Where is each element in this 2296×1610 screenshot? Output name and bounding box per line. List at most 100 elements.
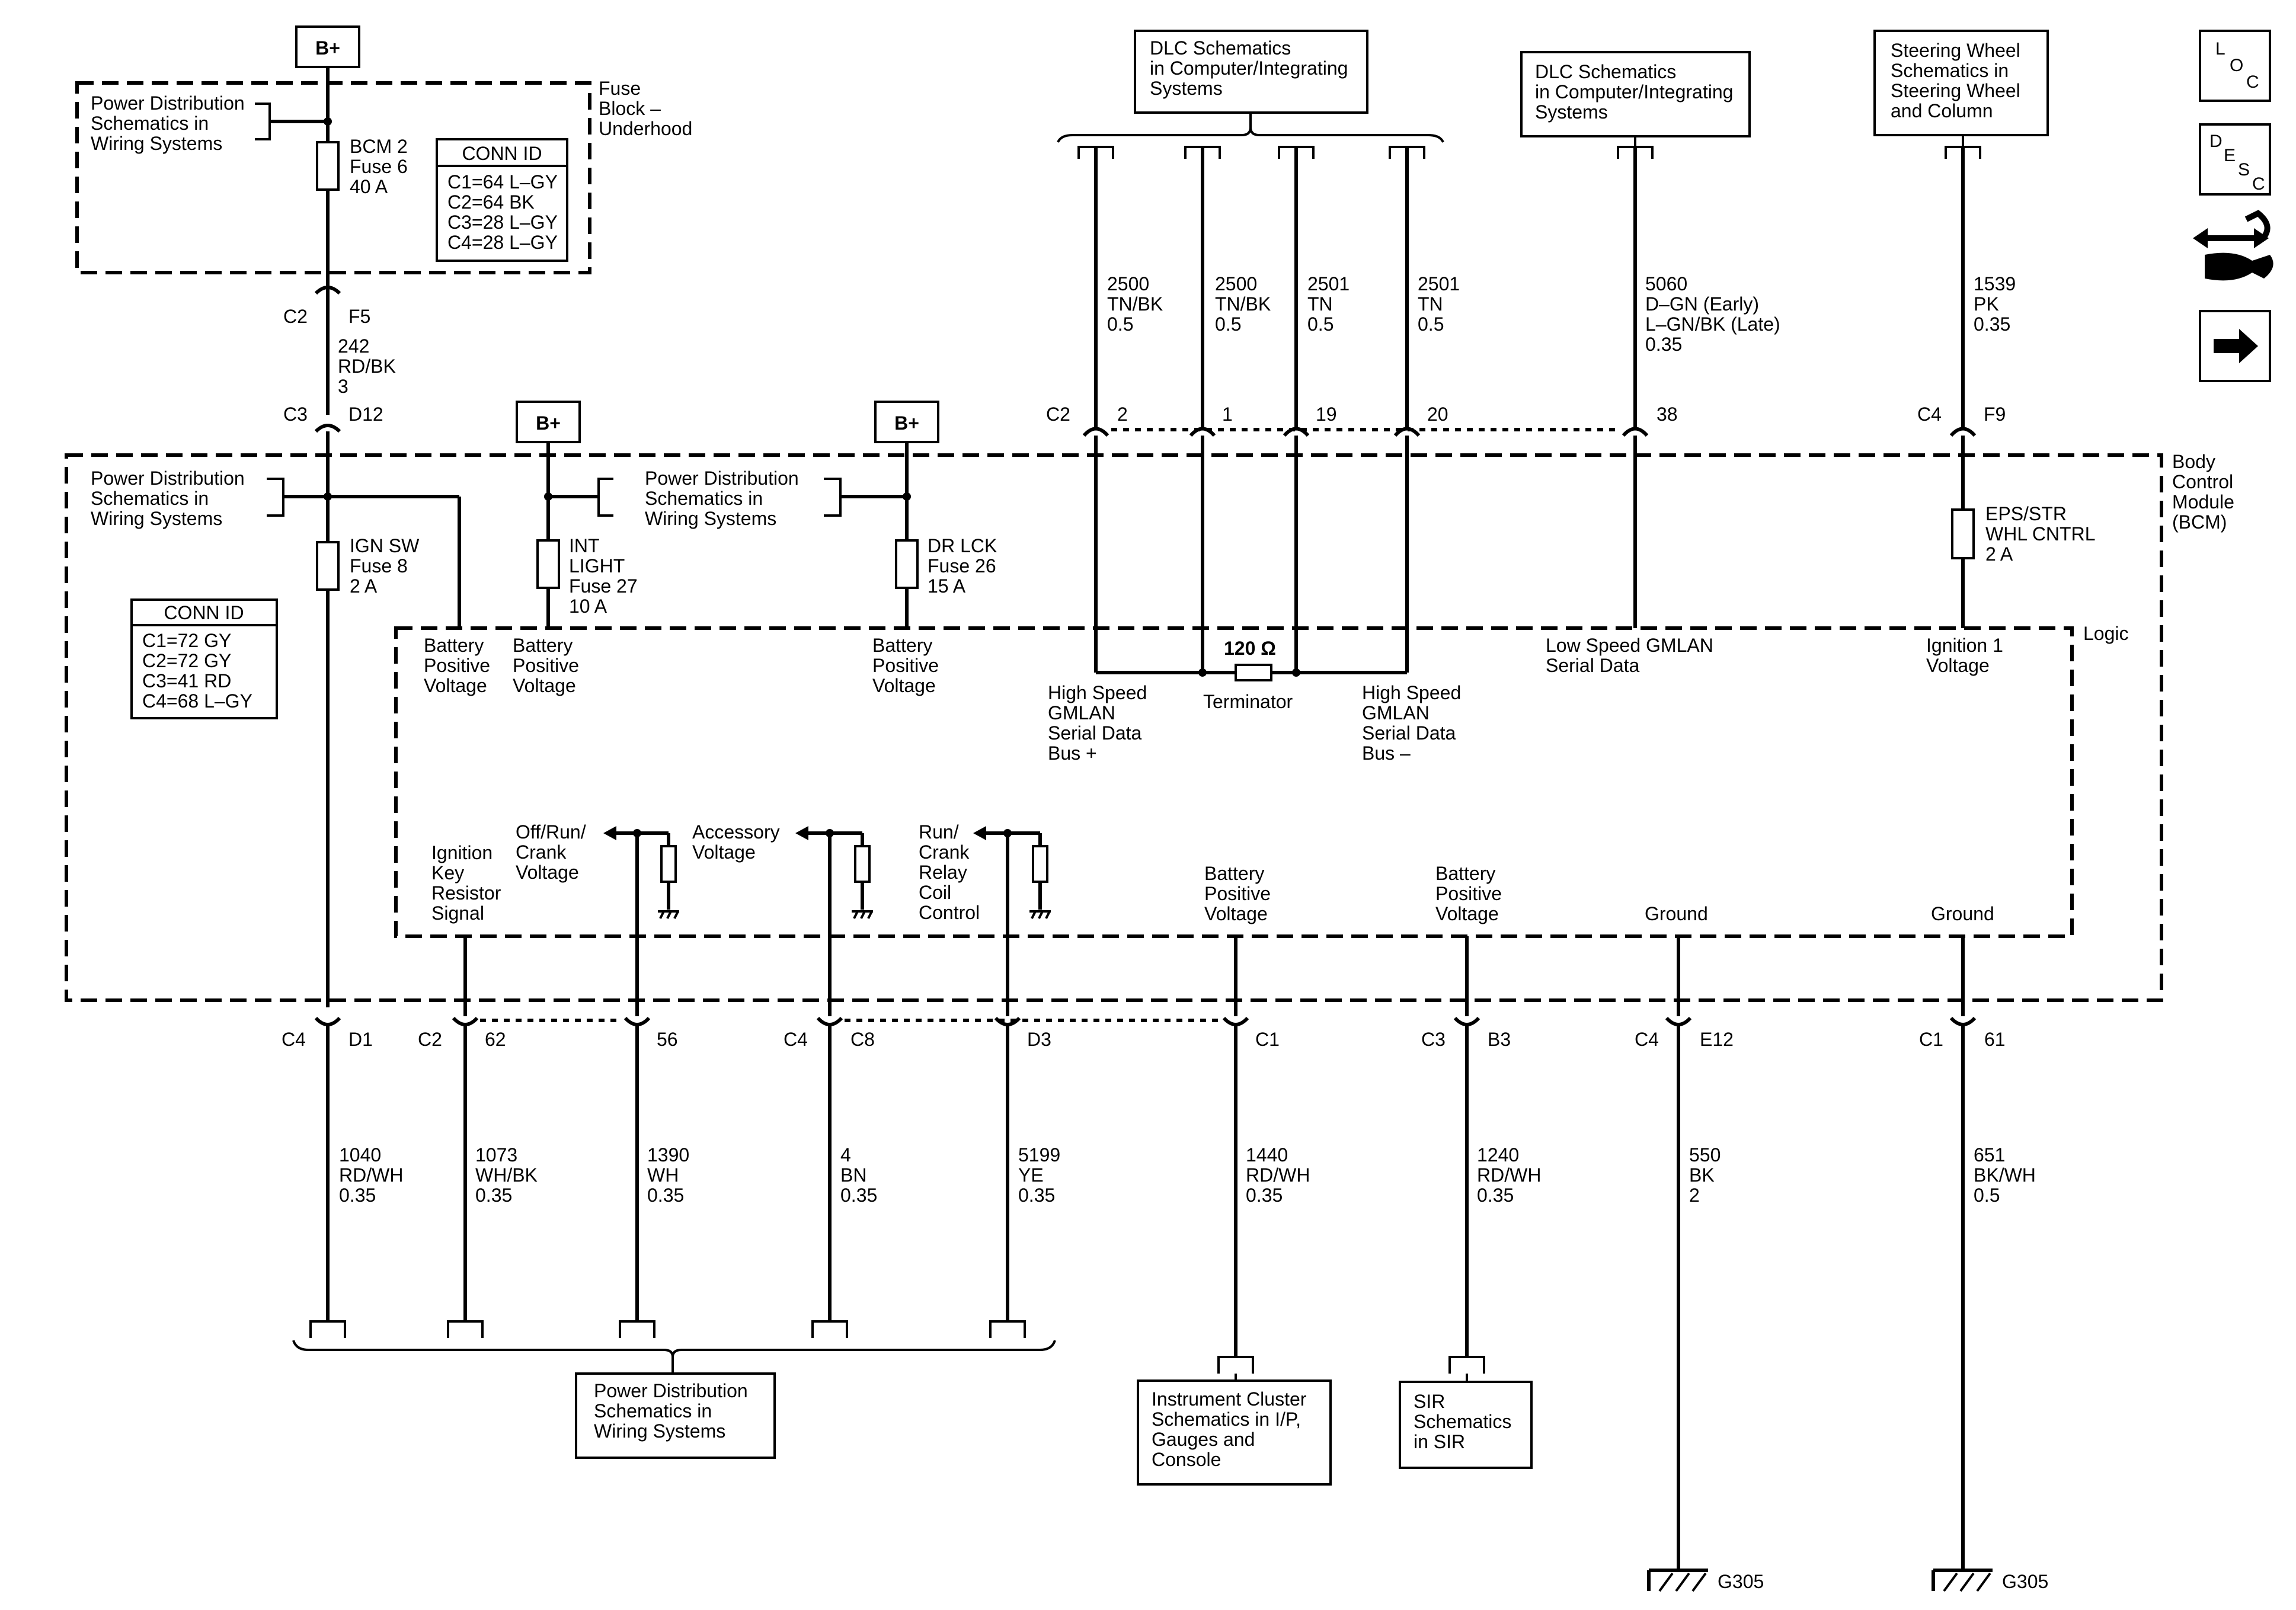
run-crank-relay-circuit: Run/ Crank Relay Coil Control [919, 821, 1051, 1016]
wrench-arrow-icon[interactable] [2193, 210, 2273, 281]
svg-text:Relay: Relay [919, 862, 967, 883]
fuse-bcm2 [316, 141, 340, 191]
svg-text:Positive: Positive [872, 655, 939, 676]
svg-text:0.35: 0.35 [1645, 334, 1682, 355]
svg-text:C3: C3 [1421, 1029, 1446, 1050]
wire-label-1440: 1440 RD/WH 0.35 [1246, 1144, 1310, 1206]
svg-text:C3=41 RD: C3=41 RD [142, 670, 231, 692]
pd-ref-bcm-left: Power Distribution Schematics in Wiring … [91, 468, 461, 628]
dlc-ref-1: DLC Schematics in Computer/Integrating S… [1057, 30, 1444, 143]
svg-text:High Speed: High Speed [1048, 682, 1147, 703]
next-arrow-button[interactable] [2199, 310, 2271, 382]
svg-text:0.35: 0.35 [840, 1185, 877, 1206]
bcm-module-outline [65, 453, 2163, 1002]
svg-text:Ignition: Ignition [431, 842, 493, 863]
svg-text:Key: Key [431, 862, 464, 884]
svg-text:Positive: Positive [513, 655, 579, 676]
svg-text:0.5: 0.5 [1418, 313, 1444, 335]
svg-text:Wiring Systems: Wiring Systems [594, 1420, 725, 1442]
svg-text:CONN ID: CONN ID [164, 602, 244, 623]
svg-text:Serial Data: Serial Data [1048, 722, 1142, 744]
logic-label: Logic [2083, 623, 2129, 644]
svg-text:TN: TN [1418, 293, 1443, 315]
svg-text:G305: G305 [2002, 1571, 2048, 1592]
svg-text:CONN ID: CONN ID [462, 143, 542, 164]
svg-text:5199: 5199 [1018, 1144, 1060, 1166]
ground-g305-2: G305 [1932, 1569, 2048, 1592]
svg-text:Positive: Positive [424, 655, 490, 676]
off-run-crank-circuit: Off/Run/ Crank Voltage [516, 821, 679, 1016]
svg-text:C4=68 L–GY: C4=68 L–GY [142, 690, 252, 712]
svg-text:DLC Schematics: DLC Schematics [1535, 61, 1676, 82]
svg-text:2: 2 [1117, 404, 1128, 425]
svg-text:550: 550 [1689, 1144, 1721, 1166]
svg-text:38: 38 [1657, 404, 1678, 425]
svg-text:Coil: Coil [919, 882, 951, 903]
fuse-label: INT [569, 535, 600, 556]
svg-text:C4=28 L–GY: C4=28 L–GY [447, 232, 558, 253]
fuse-block-underhood [75, 81, 591, 274]
svg-text:and Column: and Column [1891, 100, 1993, 121]
wire-label: RD/BK [338, 356, 396, 377]
fuse-label: 10 A [569, 596, 607, 617]
svg-text:Bus –: Bus – [1362, 742, 1411, 764]
conn-id-bcm: CONN ID C1=72 GY C2=72 GY C3=41 RD C4=68… [130, 598, 278, 719]
svg-text:Ignition 1: Ignition 1 [1926, 635, 2003, 656]
svg-text:RD/WH: RD/WH [339, 1164, 403, 1186]
svg-text:O: O [2230, 56, 2243, 75]
svg-text:4: 4 [840, 1144, 851, 1166]
svg-text:GMLAN: GMLAN [1362, 702, 1430, 724]
svg-text:Control: Control [919, 902, 980, 923]
batt-pos-label-2: Battery Positive Voltage [513, 635, 579, 696]
bplus-label: B+ [894, 412, 919, 434]
fuse-label: EPS/STR [1985, 503, 2067, 524]
svg-text:0.5: 0.5 [1107, 313, 1133, 335]
dlc-pin-2501a: 2501 TN 0.5 [1278, 146, 1350, 430]
wire-label-1390: 1390 WH 0.35 [647, 1144, 689, 1206]
svg-text:Schematics: Schematics [1414, 1411, 1511, 1432]
fuse-label: LIGHT [569, 555, 625, 577]
svg-text:C4: C4 [282, 1029, 306, 1050]
dlc-pin-2500a: 2500 TN/BK 0.5 [1077, 146, 1163, 430]
svg-text:GMLAN: GMLAN [1048, 702, 1115, 724]
svg-text:Schematics in: Schematics in [594, 1400, 712, 1422]
svg-text:C4: C4 [1917, 404, 1942, 425]
loc-button[interactable]: L O C [2199, 30, 2271, 102]
svg-text:Positive: Positive [1435, 883, 1502, 904]
svg-text:61: 61 [1984, 1029, 2006, 1050]
svg-text:S: S [2238, 160, 2250, 180]
svg-text:0.35: 0.35 [1018, 1185, 1055, 1206]
wire-label: 242 [338, 335, 369, 357]
svg-text:High Speed: High Speed [1362, 682, 1461, 703]
svg-text:1240: 1240 [1477, 1144, 1519, 1166]
svg-text:C2: C2 [418, 1029, 442, 1050]
svg-text:120 Ω: 120 Ω [1224, 638, 1276, 659]
bplus-label: B+ [315, 37, 340, 59]
fuse-block-label: Block – [599, 98, 661, 119]
fuse-eps [1951, 508, 1975, 559]
svg-text:Resistor: Resistor [431, 882, 501, 904]
svg-text:Wiring Systems: Wiring Systems [645, 508, 776, 529]
svg-text:Battery: Battery [1204, 863, 1264, 884]
batt-pos-label-3: Battery Positive Voltage [872, 635, 939, 696]
connector-label: C3 [283, 404, 308, 425]
ign1-label: Ignition 1 Voltage [1926, 635, 2003, 676]
svg-text:in Computer/Integrating: in Computer/Integrating [1535, 81, 1733, 103]
svg-text:Power Distribution: Power Distribution [645, 468, 799, 489]
svg-text:Voltage: Voltage [513, 675, 576, 696]
svg-text:TN/BK: TN/BK [1215, 293, 1271, 315]
svg-text:TN: TN [1307, 293, 1333, 315]
terminator-resistor: 120 Ω Terminator [1096, 628, 1407, 712]
svg-text:Power Distribution: Power Distribution [91, 468, 245, 489]
svg-text:Steering Wheel: Steering Wheel [1891, 80, 2020, 101]
wire-label-1240: 1240 RD/WH 0.35 [1477, 1144, 1541, 1206]
ign-key-label: Ignition Key Resistor Signal [431, 842, 501, 924]
svg-text:Serial Data: Serial Data [1362, 722, 1456, 744]
svg-text:Bus +: Bus + [1048, 742, 1097, 764]
svg-text:1040: 1040 [339, 1144, 381, 1166]
desc-button[interactable]: D E S C [2199, 123, 2271, 196]
dlc-ref-2: DLC Schematics in Computer/Integrating S… [1520, 51, 1780, 430]
svg-text:Schematics in I/P,: Schematics in I/P, [1152, 1409, 1301, 1430]
svg-text:D3: D3 [1027, 1029, 1051, 1050]
fuse-label: IGN SW [350, 535, 420, 556]
